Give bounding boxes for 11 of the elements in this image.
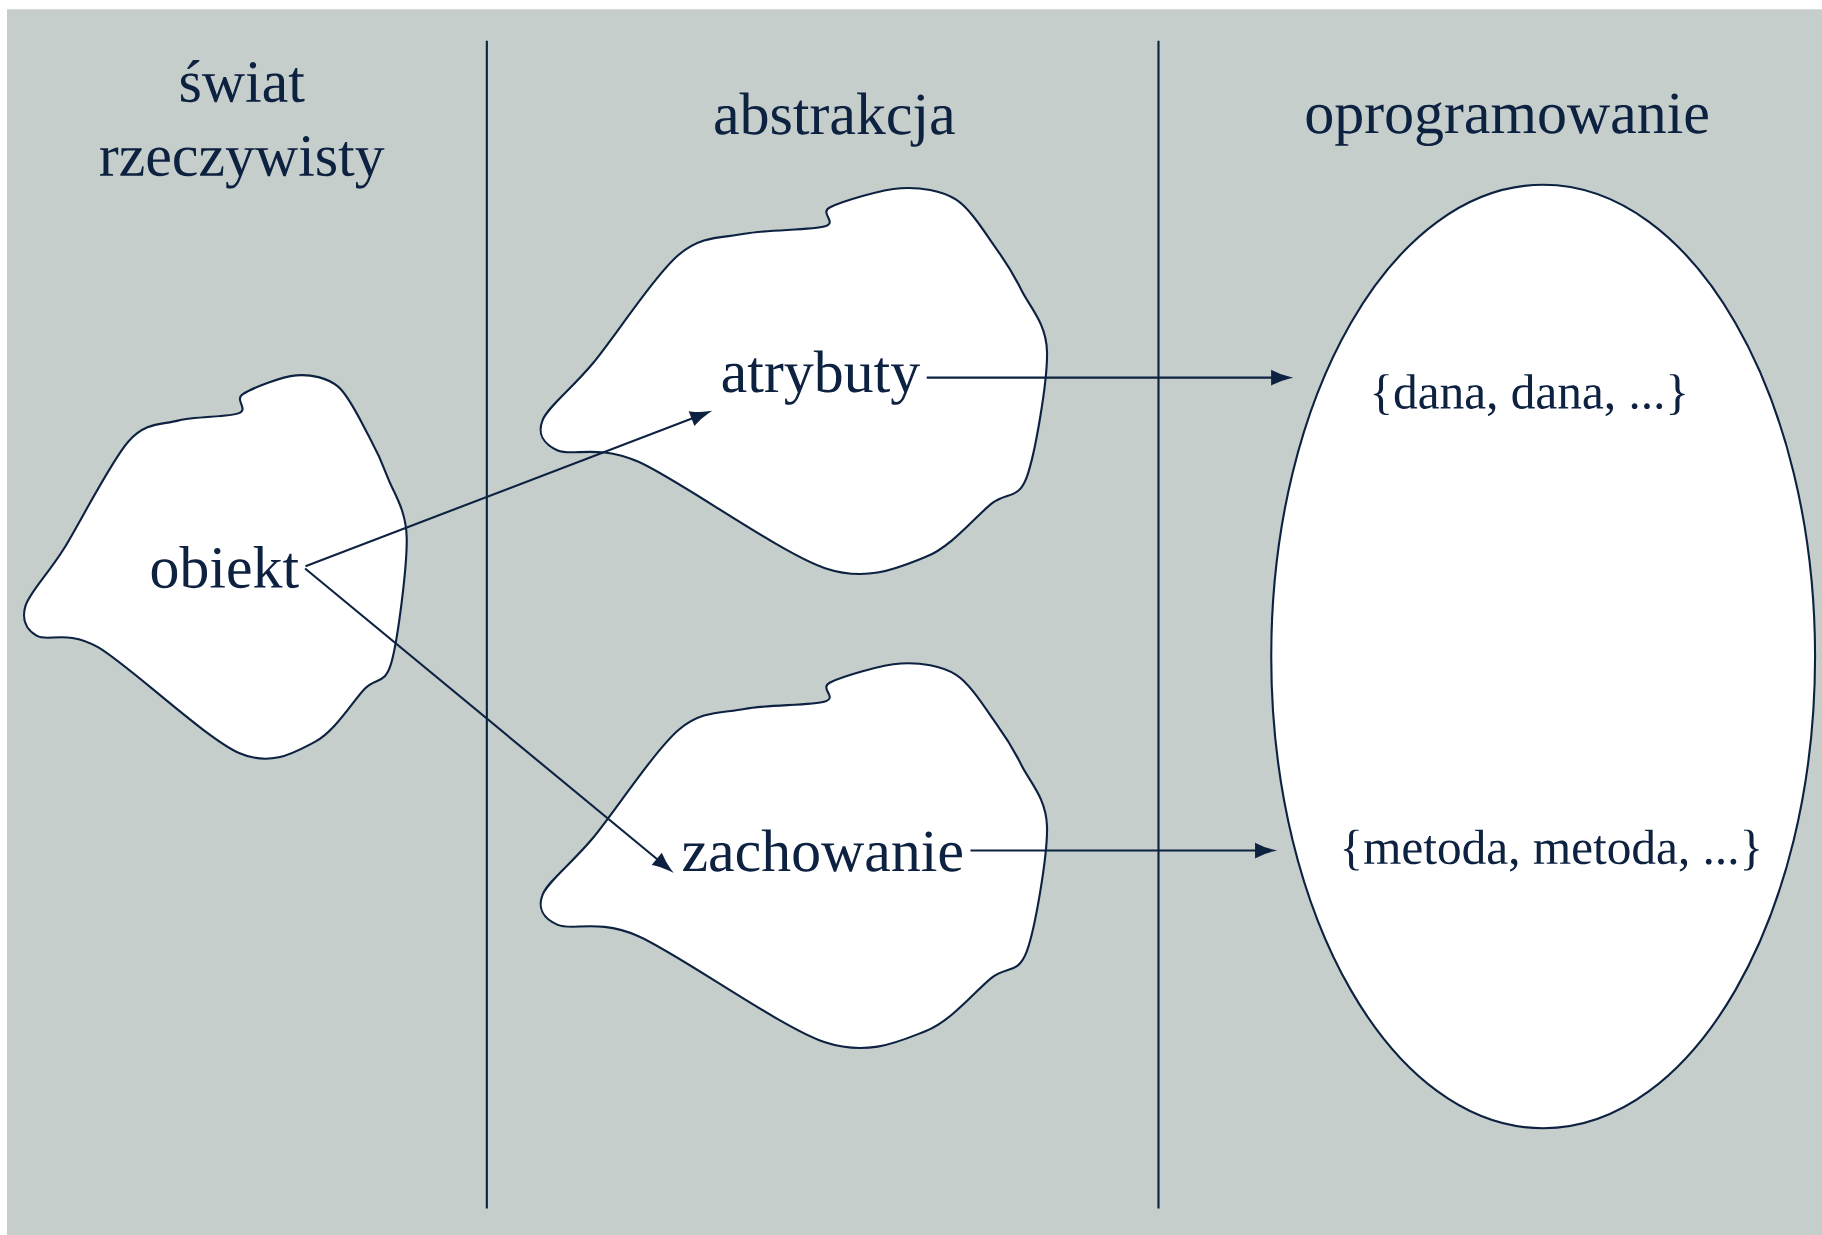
ellipse-shape xyxy=(1270,183,1817,1130)
column-heading: abstrakcja xyxy=(715,92,955,147)
arrow xyxy=(304,567,672,871)
set-text: {metoda, metoda, ...} xyxy=(1343,829,1759,872)
cloud-text: atrybuty xyxy=(722,350,920,405)
cloud-text: zachowanie xyxy=(683,829,962,872)
column-heading: oprogramowanie xyxy=(1306,93,1708,146)
column-heading: świat rzeczywisty xyxy=(100,59,385,189)
cloud-text: obiekt xyxy=(151,545,299,589)
set-text: {dana, dana, ...} xyxy=(1373,374,1685,416)
arrow xyxy=(305,411,710,568)
